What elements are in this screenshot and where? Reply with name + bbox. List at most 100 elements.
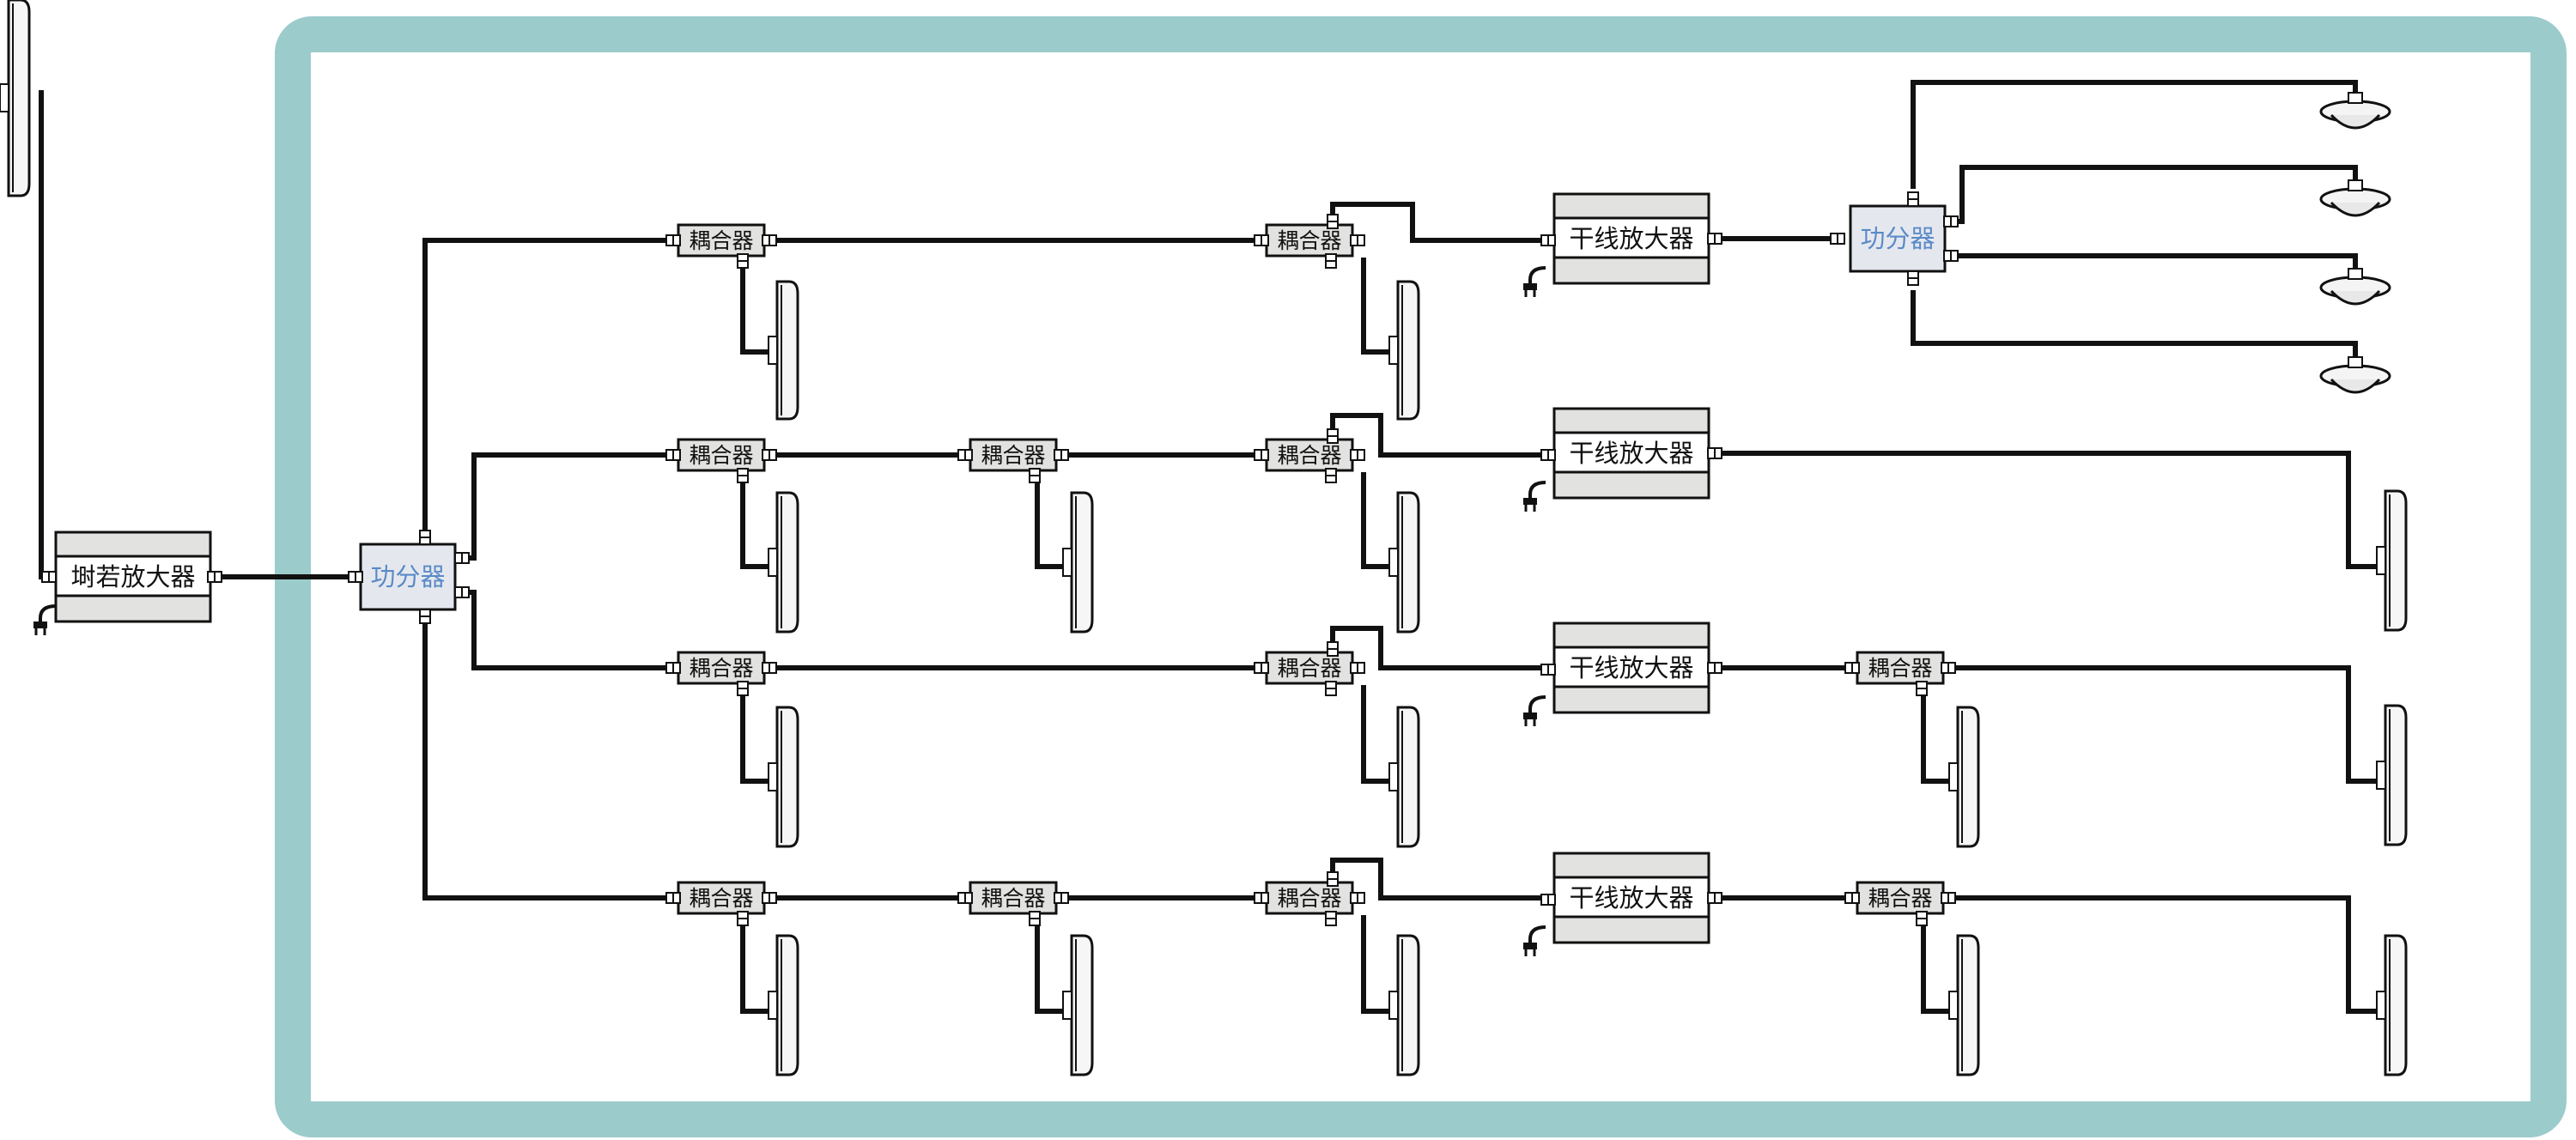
- coupler-label: 耦合器: [1868, 656, 1932, 681]
- coupler-body: [1265, 881, 1354, 915]
- ceiling-antenna-icon: [2319, 179, 2391, 217]
- panel-antenna-mount: [768, 762, 778, 791]
- panel-antenna-icon: [1388, 280, 1420, 421]
- coupler-label: 耦合器: [1277, 656, 1341, 681]
- panel-antenna-body: [1396, 280, 1420, 421]
- coupler-body: [677, 881, 766, 915]
- panel-antenna-mount: [768, 336, 778, 365]
- ceiling-antenna-dome: [2330, 289, 2381, 306]
- coupler-label: 耦合器: [1868, 886, 1932, 911]
- panel-antenna-mount: [1948, 991, 1959, 1020]
- ceiling-antenna-connector: [2348, 92, 2363, 104]
- plug-head: [33, 622, 47, 628]
- panel-antenna-body: [1956, 706, 1980, 848]
- coupler-label: 耦合器: [689, 656, 753, 681]
- ceiling-antenna-dome: [2330, 378, 2381, 394]
- splitter-label: 功分器: [370, 562, 445, 591]
- panel-antenna-body: [1396, 934, 1420, 1076]
- power-plug-icon: [33, 604, 57, 635]
- panel-antenna-icon: [1948, 706, 1980, 848]
- panel-antenna-body: [1396, 491, 1420, 634]
- antenna-drop-cable: [1361, 915, 1398, 1014]
- panel-antenna-icon: [1062, 934, 1094, 1076]
- coupler-body: [677, 223, 766, 258]
- panel-antenna-body: [775, 280, 799, 421]
- amplifier-face: [1552, 431, 1710, 474]
- amplifier-label: 干线放大器: [1569, 653, 1693, 682]
- panel-antenna-body: [2384, 704, 2408, 846]
- coupler-label: 耦合器: [1277, 228, 1341, 253]
- panel-antenna-mount: [1388, 548, 1399, 577]
- splitter-body: [359, 543, 457, 611]
- ceiling-antenna-connector: [2348, 179, 2363, 191]
- feeder-cable: [1943, 665, 2377, 784]
- feeder-cable: [1330, 202, 1548, 243]
- ceiling-antenna-connector: [2348, 356, 2363, 368]
- panel-antenna-icon: [768, 280, 799, 421]
- coupler-body: [1265, 438, 1354, 472]
- power-plug-icon: [1523, 695, 1546, 726]
- panel-antenna-body: [7, 0, 31, 197]
- ceiling-antenna-dome: [2330, 201, 2381, 217]
- panel-antenna-mount: [1062, 991, 1072, 1020]
- panel-antenna-mount: [768, 548, 778, 577]
- antenna-drop-cable: [1921, 685, 1958, 784]
- coupler-body: [677, 651, 766, 685]
- panel-antenna-icon: [2376, 489, 2408, 632]
- trunk-amplifier: 干线放大器: [1552, 407, 1710, 500]
- power-plug-icon: [1523, 481, 1546, 512]
- panel-antenna-icon: [768, 491, 799, 634]
- panel-antenna-icon: [2376, 934, 2408, 1076]
- antenna-drop-cable: [1361, 685, 1398, 784]
- power-cord: [1528, 695, 1546, 712]
- coupler-label: 耦合器: [689, 886, 753, 911]
- panel-antenna-body: [1070, 934, 1094, 1076]
- coupler: 耦合器: [1856, 651, 1945, 685]
- power-plug-icon: [1523, 925, 1546, 956]
- antenna-drop-cable: [1035, 915, 1072, 1014]
- coupler-label: 耦合器: [689, 443, 753, 468]
- panel-antenna-body: [1396, 706, 1420, 848]
- panel-antenna-mount: [0, 83, 9, 112]
- trunk-amplifier: 干线放大器: [1552, 192, 1710, 285]
- amplifier-label: 干线放大器: [1569, 439, 1693, 468]
- ceiling-antenna-dome: [2330, 113, 2381, 130]
- coupler: 耦合器: [1265, 651, 1354, 685]
- panel-antenna-mount: [1948, 762, 1959, 791]
- plug-head: [1523, 283, 1537, 290]
- panel-antenna-mount: [2376, 991, 2386, 1020]
- antenna-drop-cable: [1921, 915, 1958, 1014]
- donor-antenna-cable: [39, 90, 48, 579]
- panel-antenna-mount: [1388, 762, 1399, 791]
- panel-antenna-icon: [1388, 706, 1420, 848]
- ceiling-antenna-icon: [2319, 356, 2391, 394]
- antenna-drop-cable: [740, 258, 777, 355]
- feeder-cable: [1330, 626, 1548, 670]
- coupler-label: 耦合器: [981, 886, 1045, 911]
- antenna-drop-cable: [1361, 472, 1398, 569]
- plug-head: [1523, 498, 1537, 505]
- power-plug-icon: [1523, 266, 1546, 297]
- power-cord: [1528, 481, 1546, 498]
- feeder-cable: [1330, 413, 1548, 458]
- panel-antenna-icon: [2376, 704, 2408, 846]
- power-splitter: 功分器: [1849, 204, 1947, 273]
- ceiling-antenna-icon: [2319, 268, 2391, 306]
- antenna-drop-cable: [1361, 258, 1398, 355]
- devices: 埘若放大器功分器耦合器耦合器耦合器耦合器耦合器耦合器耦合器耦合器耦合器耦合器耦合…: [0, 0, 2408, 1076]
- coupler: 耦合器: [1265, 438, 1354, 472]
- panel-antenna-icon: [1062, 491, 1094, 634]
- coupler: 耦合器: [677, 438, 766, 472]
- coupler-label: 耦合器: [689, 228, 753, 253]
- panel-antenna-body: [1956, 934, 1980, 1076]
- coupler: 耦合器: [1856, 881, 1945, 915]
- building-boundary: [275, 16, 2567, 1137]
- feeder-cable: [1717, 451, 2377, 569]
- feeder-cable: [1956, 253, 2358, 270]
- coupler-body: [677, 438, 766, 472]
- coupler: 耦合器: [969, 438, 1058, 472]
- trunk-cable-row3: [462, 590, 678, 670]
- feeder-cable: [1330, 858, 1548, 900]
- amplifier-label: 干线放大器: [1569, 224, 1693, 253]
- panel-antenna-icon: [768, 934, 799, 1076]
